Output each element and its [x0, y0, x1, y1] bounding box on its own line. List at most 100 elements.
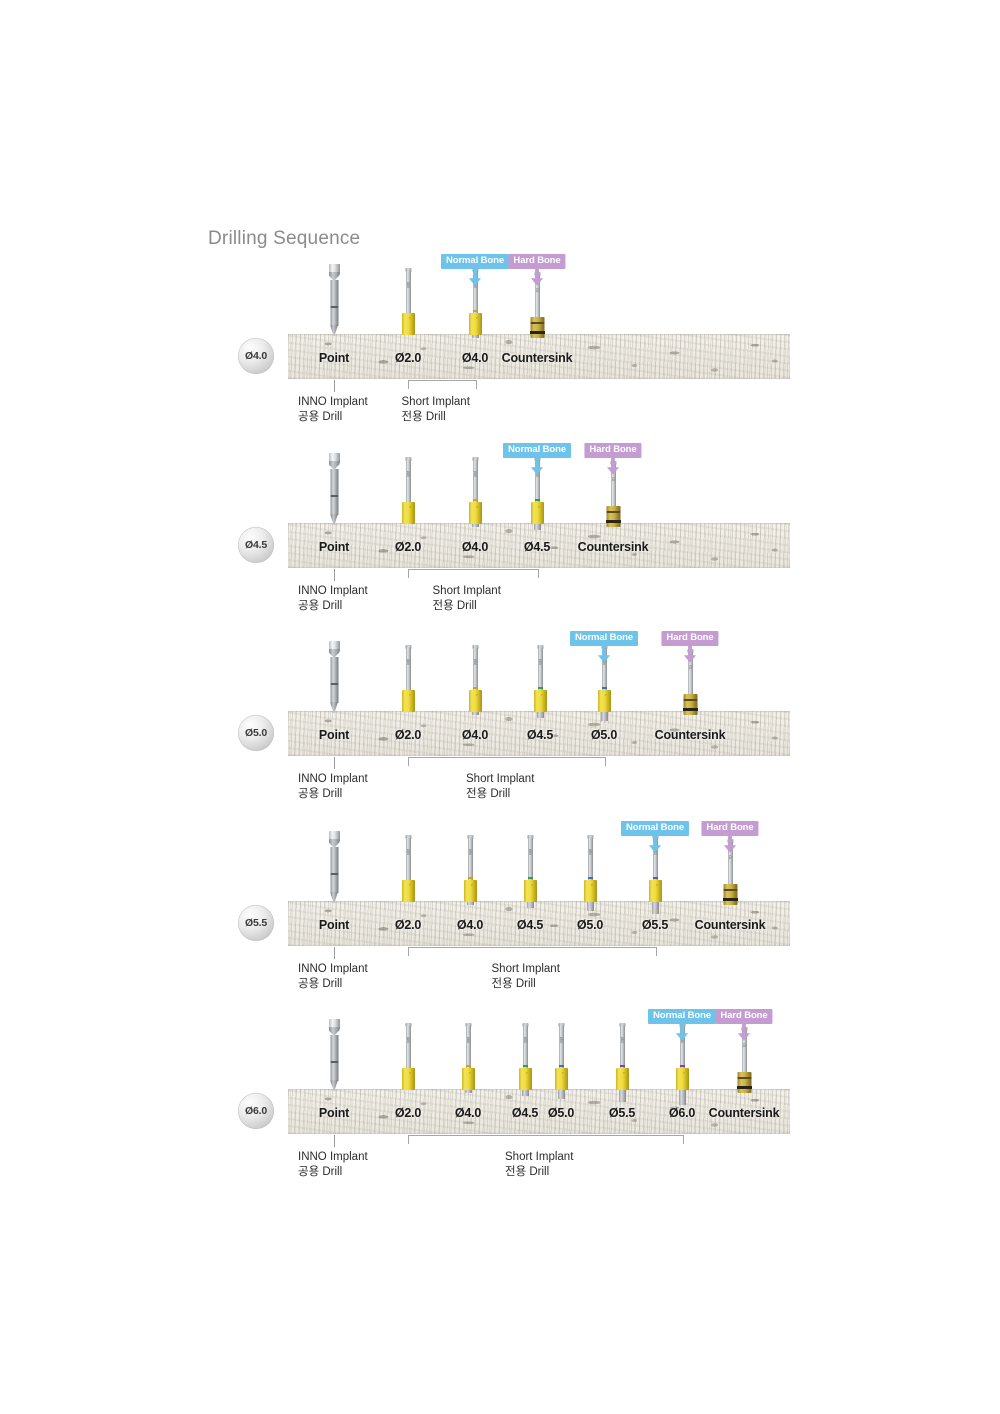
drill-shaft: [679, 1026, 685, 1068]
normal-bone-tag: Normal Bone: [569, 631, 639, 646]
point-drill-tip: [330, 1080, 338, 1092]
drill-stop-collar: r: [401, 690, 415, 712]
drill-label: Countersink: [654, 728, 726, 742]
hard-bone-tag: Hard Bone: [508, 254, 566, 269]
drill-countersink-graphic: CS: [736, 1027, 752, 1101]
drill-body-below-bone: [600, 712, 608, 721]
drill-shaft: [405, 838, 411, 880]
drill-cap: [619, 1023, 625, 1027]
drill-shaft: [405, 648, 411, 690]
countersink-head: [530, 317, 544, 338]
drill-stop-collar: r: [468, 690, 482, 712]
drill-label: Countersink: [501, 351, 573, 365]
drill-collar-mark: r: [476, 316, 478, 320]
drill-point-graphic: [328, 641, 340, 723]
normal-bone-arrow: [675, 1024, 689, 1041]
point-drill-body: [330, 1035, 338, 1081]
short-caption-line2: 전용 Drill: [466, 787, 511, 800]
drill-stop-collar: r: [461, 1068, 475, 1090]
drill-collar-mark: r: [471, 883, 473, 887]
inno-caption-line2: 공용 Drill: [298, 977, 343, 990]
drill-body-below-bone: [678, 1090, 686, 1105]
drill-color-ring: [652, 877, 658, 879]
drill-cap: [522, 1023, 528, 1027]
drill-cap: [527, 835, 533, 839]
short-implant-bracket: [408, 1135, 684, 1144]
drill-label: Ø5.0: [576, 918, 604, 932]
drill-stop-collar: r: [597, 690, 611, 712]
drill-shaft: [527, 838, 533, 880]
short-caption-line1: Short Implant: [466, 773, 535, 785]
drill-body-below-bone: [466, 902, 474, 905]
point-drill-tip: [330, 702, 338, 714]
drill-body-below-bone: [521, 1090, 529, 1096]
drill-label: Ø4.5: [516, 918, 544, 932]
drill-shaft: [472, 460, 478, 502]
drill-label: Ø4.5: [523, 540, 551, 554]
drill-label: Point: [318, 540, 350, 554]
drill-color-ring: [522, 1065, 528, 1067]
point-drill-notch: [328, 1027, 340, 1036]
point-drill-notch: [328, 461, 340, 470]
drill-shaft-marking: Ø2.0: [406, 471, 410, 477]
hard-bone-arrow: [723, 836, 737, 853]
normal-bone-tag: Normal Bone: [440, 254, 510, 269]
point-drill-notch: [328, 839, 340, 848]
point-drill-tip: [330, 325, 338, 337]
drill-point-graphic: [328, 1019, 340, 1101]
drill-shaft-marking: Ø4.5: [528, 849, 532, 855]
drill-color-ring: [601, 687, 607, 689]
drill-point-graphic: [328, 264, 340, 346]
inno-leader-line: [334, 947, 335, 959]
drill-body-below-bone: [651, 902, 659, 914]
drill-color-ring: [467, 877, 473, 879]
drill-shaft: [405, 1026, 411, 1068]
hard-bone-tag: Hard Bone: [715, 1009, 773, 1024]
bone-strip: [288, 334, 790, 379]
countersink-shaft: [741, 1030, 747, 1074]
drill-shaft-marking: Ø5.5: [620, 1037, 624, 1043]
drill-shaft-marking: Ø4.5: [523, 1037, 527, 1043]
size-badge: Ø5.0: [238, 715, 274, 751]
size-badge: Ø4.0: [238, 338, 274, 374]
inno-caption-line1: INNO Implant: [298, 396, 368, 408]
drill-stop-collar: r: [401, 1068, 415, 1090]
drill-color-ring: [537, 687, 543, 689]
drill-collar-mark: r: [409, 505, 411, 509]
countersink-band-upper: [723, 889, 737, 891]
drill-shaft: [405, 271, 411, 313]
drill-label: Countersink: [708, 1106, 780, 1120]
countersink-band: [605, 520, 621, 523]
drill-point-graphic: [328, 831, 340, 913]
point-drill-body: [330, 280, 338, 326]
drill-stop-collar: r: [468, 502, 482, 524]
countersink-head: [683, 694, 697, 715]
point-drill-head: [328, 1019, 340, 1029]
drill-body-below-bone: [471, 712, 479, 715]
countersink-shaft-marking: CS: [611, 477, 615, 481]
drill-stop-collar: r: [533, 690, 547, 712]
drill-color-ring: [679, 1065, 685, 1067]
drill-cap: [558, 1023, 564, 1027]
drill-cap: [472, 457, 478, 461]
drill-stop-collar: r: [648, 880, 662, 902]
drill-body-below-bone: [526, 902, 534, 908]
drill-label: Ø2.0: [394, 1106, 422, 1120]
countersink-shaft: [610, 464, 616, 508]
drill-shaft-marking: Ø4.0: [468, 849, 472, 855]
drill-label: Countersink: [577, 540, 649, 554]
drill-shaft-marking: Ø2.0: [406, 282, 410, 288]
drill-color-ring: [472, 499, 478, 501]
countersink-band: [682, 708, 698, 711]
hard-bone-arrow: [530, 269, 544, 286]
drill-collar-mark: r: [476, 693, 478, 697]
drill-stop-collar: r: [675, 1068, 689, 1090]
